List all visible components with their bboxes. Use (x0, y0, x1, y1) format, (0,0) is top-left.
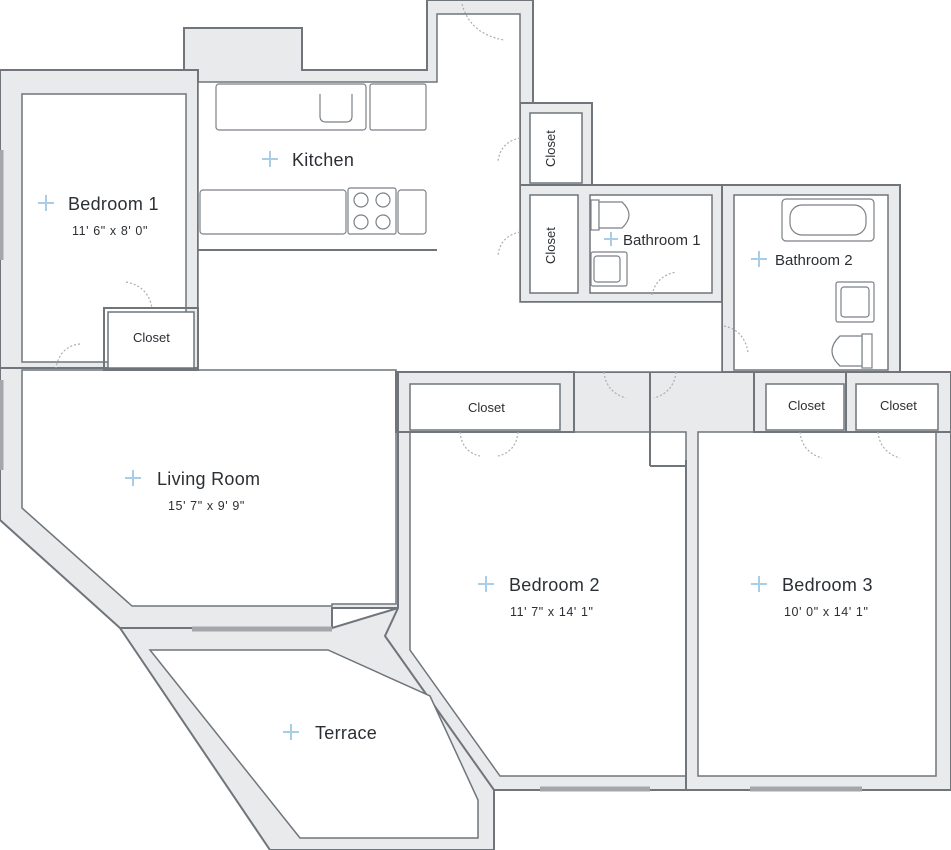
door-swing-icons (55, 3, 901, 459)
bedroom2-closet-floor (409, 383, 561, 431)
room-name: Bathroom 2 (775, 252, 853, 269)
plus-marker-icon (751, 576, 767, 592)
plus-marker-icon (262, 151, 278, 167)
room-name: Bedroom 3 (782, 575, 873, 595)
toilet-icon (831, 333, 873, 369)
door-swing-icon (651, 271, 677, 296)
kitchen-label: Kitchen (262, 150, 354, 170)
bathroom2-label: Bathroom 2 (751, 251, 853, 269)
bedroom1-closet-floor (107, 311, 195, 369)
toilet-icon (590, 199, 630, 231)
interior-walls (103, 249, 951, 790)
bedroom3-closet-left-floor (765, 383, 845, 431)
plus-marker-icon (38, 195, 54, 211)
bathroom-fixtures (590, 198, 875, 369)
sink-icon (590, 251, 628, 287)
room-name: Bathroom 1 (623, 232, 701, 249)
room-labels: Kitchen Bedroom 1 11' 6" x 8' 0" Closet … (38, 130, 917, 743)
door-swing-icon (497, 431, 519, 457)
hall-closet-top-floor (529, 112, 583, 184)
closet-label: Closet (468, 400, 505, 415)
room-dimensions: 11' 7" x 14' 1" (510, 605, 594, 619)
room-dimensions: 15' 7" x 9' 9" (168, 499, 245, 513)
closet-label: Closet (543, 227, 558, 264)
door-swing-icon (799, 431, 823, 459)
sink-icon (835, 281, 875, 323)
door-swing-icon (877, 431, 901, 459)
room-dimensions: 10' 0" x 14' 1" (784, 605, 869, 619)
door-swing-icon (459, 431, 481, 457)
plus-marker-icon (125, 470, 141, 486)
plus-marker-icon (604, 232, 618, 246)
terrace-floor (148, 649, 479, 839)
terrace-label: Terrace (283, 723, 377, 743)
door-swing-icon (653, 371, 677, 399)
door-swing-icon (603, 371, 627, 399)
counter-bottom (199, 189, 347, 235)
living-room-label: Living Room 15' 7" x 9' 9" (125, 469, 260, 513)
stove-icon (347, 187, 397, 235)
bedroom2-label: Bedroom 2 11' 7" x 14' 1" (478, 575, 600, 619)
closet-label: Closet (880, 398, 917, 413)
door-swing-icon (461, 3, 505, 41)
bathroom1-label: Bathroom 1 (604, 232, 701, 249)
room-name: Bedroom 2 (509, 575, 600, 595)
bedroom2-floor (409, 431, 687, 777)
refrigerator (369, 83, 427, 131)
room-name: Terrace (315, 723, 377, 743)
sink-icon (319, 94, 353, 123)
windows (0, 150, 862, 792)
plus-marker-icon (478, 576, 494, 592)
hall-closet-bottom-floor (529, 194, 579, 294)
plus-marker-icon (751, 251, 767, 267)
closet-label: Closet (543, 130, 558, 167)
bedroom1-label: Bedroom 1 11' 6" x 8' 0" (38, 194, 159, 238)
bathtub-icon (781, 198, 875, 242)
bedroom3-floor (697, 431, 937, 777)
room-name: Kitchen (292, 150, 354, 170)
plus-marker-icon (283, 724, 299, 740)
door-swing-icon (497, 137, 521, 163)
bedroom3-closet-right-floor (855, 383, 939, 431)
kitchen-fixtures (199, 83, 427, 235)
door-swing-icon (55, 343, 81, 369)
room-name: Bedroom 1 (68, 194, 159, 214)
closet-label: Closet (788, 398, 825, 413)
room-dimensions: 11' 6" x 8' 0" (72, 224, 148, 238)
bedroom3-label: Bedroom 3 10' 0" x 14' 1" (751, 575, 873, 619)
door-swing-icon (497, 231, 521, 257)
floors (21, 13, 939, 839)
counter-end (397, 189, 427, 235)
closet-label: Closet (133, 330, 170, 345)
room-name: Living Room (157, 469, 260, 489)
